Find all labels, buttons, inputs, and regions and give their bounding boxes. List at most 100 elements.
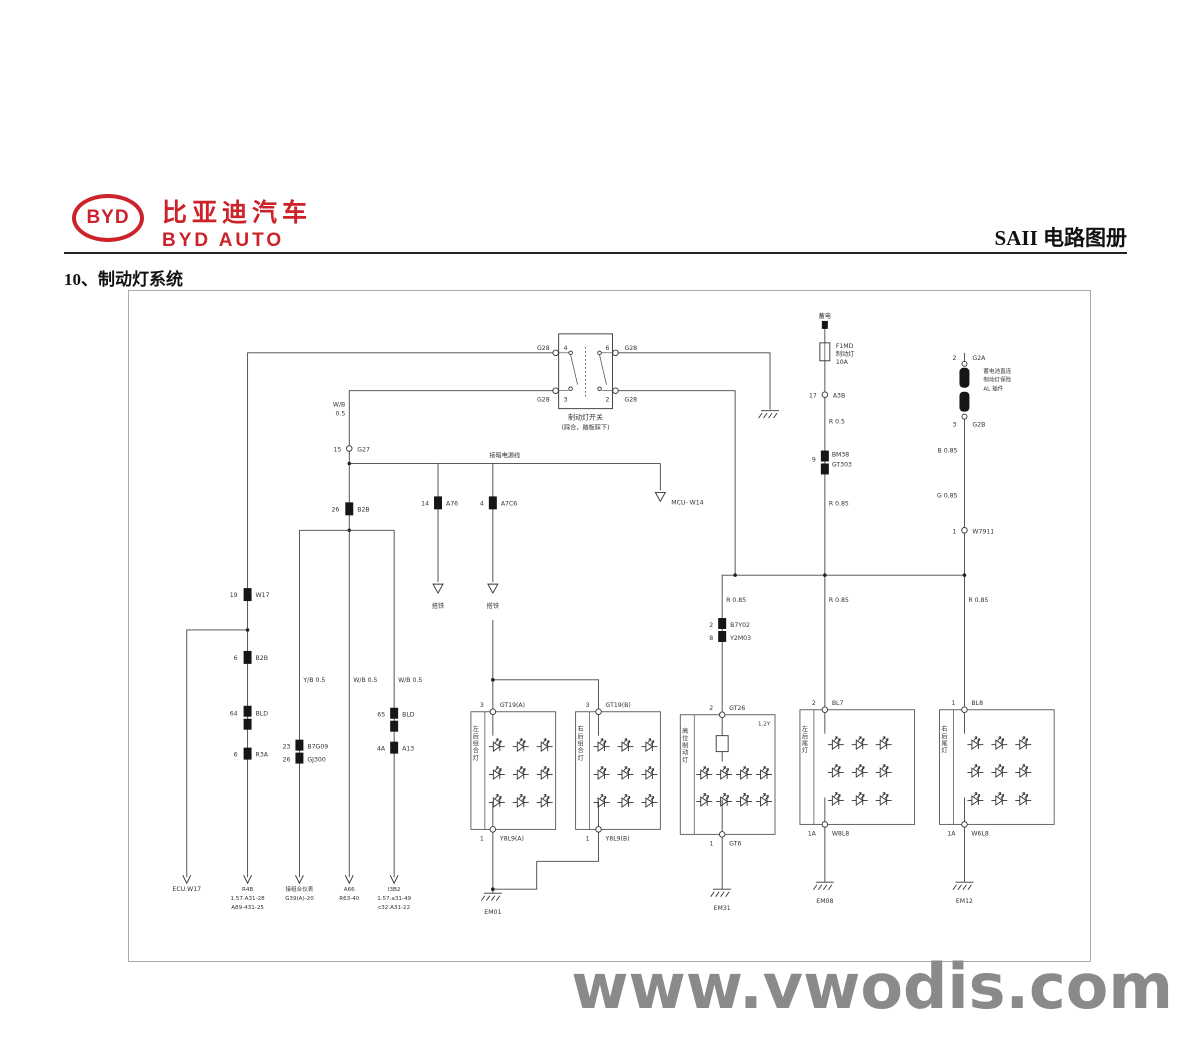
connector-label: G27: [357, 447, 370, 454]
harness-branch-3: W/B 0.5 65 BLD 4A A13 I3B2 1.57.a31-49 c…: [377, 677, 422, 911]
offpage-ref: A89-431-25: [231, 905, 264, 911]
fuse-circuit-label: 制动灯: [836, 350, 855, 358]
wiring-diagram-svg: G28 4 G28 6 G28 3 G28 2 制动灯开关 (踩合，踏板踩下) …: [172, 312, 1055, 916]
connector-pin: [346, 445, 353, 452]
pin-number: 1: [709, 840, 713, 847]
led-icon-row: [594, 767, 658, 779]
connector-label: R3A: [256, 752, 269, 759]
connector-label: A76: [446, 500, 458, 507]
ground-arrow-icon: [432, 583, 444, 594]
connector-pin: [961, 413, 968, 420]
pin-number: 8: [709, 635, 713, 642]
connector-label: G2A: [972, 355, 986, 362]
header-divider: [64, 252, 1127, 254]
ground-label: 搭铁: [432, 602, 444, 610]
pin-number: 26: [283, 757, 291, 764]
fuse-rating: 10A: [836, 359, 849, 366]
brand-name-cn: 比亚迪汽车: [162, 199, 313, 227]
connector-label: GT19(A): [500, 702, 525, 709]
pin-number: 2: [709, 705, 713, 712]
lamp-box-right-tail: 1 BL8 右后尾灯 1A W6L8: [939, 700, 1055, 837]
offpage-ref: ECU.W17: [172, 886, 201, 893]
wire-label: 0.5: [335, 411, 345, 418]
connector-pin: [821, 821, 829, 828]
pin-number: 17: [809, 393, 817, 400]
led-icon-row: [696, 794, 772, 806]
connector-label: A3B: [833, 393, 845, 400]
connector-block: [488, 496, 497, 510]
connector-label: B2B: [357, 506, 369, 513]
resistor-icon: [715, 735, 729, 753]
offpage-ref: R63-40: [339, 896, 360, 902]
offpage-ref: 1.57.A31-28: [230, 896, 265, 902]
connector-label: A7C6: [501, 500, 517, 507]
fuse-label: F1MD: [836, 343, 854, 350]
connector-block: [718, 630, 727, 642]
connector-block: [243, 650, 252, 664]
connector-label: BL7: [832, 700, 844, 707]
brand-name-en: BYD AUTO: [162, 230, 285, 251]
connector-block: [390, 707, 399, 719]
component-note: 制动灯保险: [983, 376, 1011, 384]
pin-number: 2: [953, 355, 957, 362]
connector-label: B2B: [256, 655, 268, 662]
connector-pin: [595, 826, 602, 833]
pin-number: 6: [234, 655, 238, 662]
ground-arrow-icon: [487, 583, 499, 594]
connector-block: [243, 588, 252, 602]
pin-number: 64: [230, 711, 238, 718]
ground-label: EM01: [484, 909, 501, 916]
switch-pin: [612, 387, 619, 394]
lamp-box-high-mount: 2 GT26 1.2Y 高位制动灯 1 GT6: [679, 705, 776, 847]
battery-icon: [821, 320, 828, 329]
fusible-link-icon: [959, 367, 970, 388]
wire-label: R 0.85: [726, 597, 746, 604]
pin-number: 6: [606, 345, 610, 352]
wire-label: W/B 0.5: [398, 677, 422, 684]
led-icon-row: [967, 737, 1031, 749]
ground-icon: [952, 881, 974, 891]
pin-number: 1: [586, 835, 590, 842]
offpage-ref: R4B: [242, 887, 253, 893]
switch-pin: [552, 349, 559, 357]
connector-pin: [961, 821, 968, 828]
offpage-ref: G39(A)-20: [285, 896, 314, 902]
connector-label: A13: [402, 746, 414, 753]
pin-number: 9: [812, 456, 816, 463]
led-icon-row: [828, 765, 892, 777]
connector-pin: [718, 711, 726, 718]
connector-label: Y8L9(B): [605, 835, 630, 842]
wire-label: R 0.85: [968, 597, 988, 604]
connector-label: GT303: [832, 461, 852, 468]
lamp-box-left-combination: 3 GT19(A) 左后组合灯 1 Y8L9(A): [470, 702, 557, 842]
junction-dot: [347, 461, 352, 466]
pin-number: 2: [812, 700, 816, 707]
wire-note: 1.2Y: [758, 722, 771, 728]
led-icon-row: [967, 765, 1031, 777]
bus-label: 接暗电源线: [489, 452, 520, 460]
pin-number: 14: [421, 500, 429, 507]
ground-icon: [758, 410, 780, 419]
lamp-caption: 右后组合灯: [576, 725, 583, 762]
wire-label: R 0.85: [829, 500, 849, 507]
pin-number: 3: [480, 702, 484, 709]
offpage-ref: c32.A31-22: [378, 905, 410, 911]
pin-number: 26: [331, 506, 339, 513]
lamp-caption: 左后尾灯: [800, 725, 807, 755]
pin-number: 1: [953, 528, 957, 535]
component-note: AL 插件: [983, 385, 1003, 393]
connector-label: W8L8: [832, 830, 849, 837]
connector-label: GT19(B): [606, 702, 631, 709]
connector-label: G28: [624, 397, 637, 404]
ground-label: EM12: [956, 898, 973, 905]
lamp-caption: 右后尾灯: [940, 725, 947, 755]
led-icon-row: [594, 794, 658, 806]
switch-pin: [552, 387, 559, 394]
switch-caption: 制动灯开关: [568, 413, 603, 422]
connector-pin: [718, 831, 726, 838]
fusible-link-icon: [959, 391, 970, 412]
junction-dots: [245, 461, 967, 892]
watermark: www.vwodis.com: [571, 950, 1173, 1023]
connector-block: [243, 705, 252, 717]
connector-pin: [821, 391, 829, 398]
